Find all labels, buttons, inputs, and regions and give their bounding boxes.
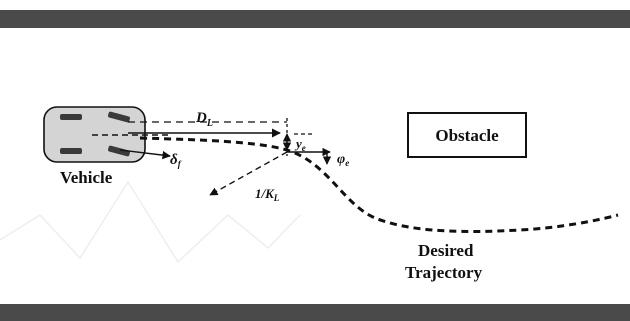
curvature-radius-label: 1/KL: [255, 186, 280, 203]
road-edge-top: [0, 10, 630, 28]
wheel-front-right: [108, 145, 130, 157]
steering-angle-arrow: [119, 149, 171, 160]
vehicle-label: Vehicle: [60, 168, 113, 187]
road-edge-bottom: [0, 304, 630, 321]
wheel-rear-right: [60, 148, 82, 154]
lookahead-distance-label: DL: [195, 110, 213, 129]
wheel-rear-left: [60, 114, 82, 120]
desired-trajectory-label-line2: Trajectory: [405, 263, 483, 282]
vehicle: [43, 106, 170, 163]
wheel-front-left: [108, 111, 130, 123]
background-zigzag: [0, 180, 301, 264]
steering-angle-label: δf: [170, 152, 182, 169]
curvature-radius-arrow: [209, 151, 288, 196]
desired-trajectory-label-line1: Desired: [418, 241, 474, 260]
obstacle-box: [407, 112, 527, 158]
lateral-error-label: ye: [294, 136, 306, 153]
desired-trajectory-path: [139, 136, 619, 233]
obstacle-label: Obstacle: [435, 126, 499, 145]
heading-error-label: φe: [337, 152, 349, 168]
